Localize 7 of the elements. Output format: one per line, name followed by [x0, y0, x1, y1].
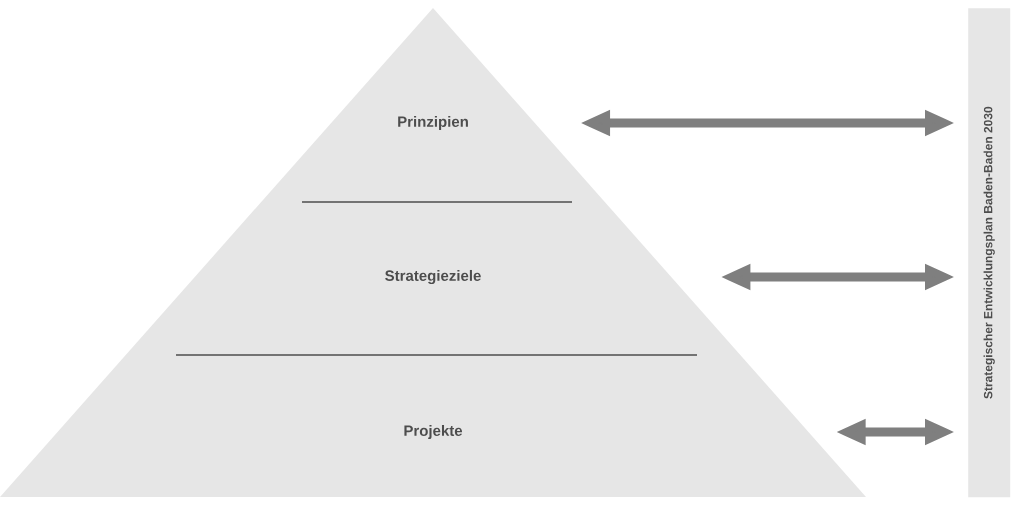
node-label: Strategieziele	[385, 269, 481, 285]
vertical-banner: Strategischer Entwicklungsplan Baden-Baden 2030	[968, 8, 1011, 498]
pyramid-level: Strategieziele	[125, 202, 741, 355]
node-label: Prinzipien	[398, 116, 468, 130]
pyramid-level: Prinzipien	[261, 8, 605, 202]
node-label: Projekte	[404, 425, 463, 439]
pyramid-level: Projekte	[0, 355, 866, 497]
